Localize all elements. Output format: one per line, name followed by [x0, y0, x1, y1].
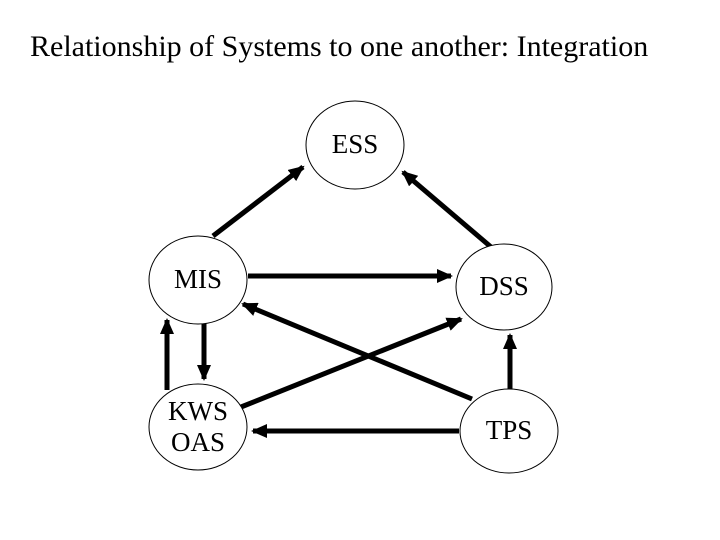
- arrow-kws-to-dss: [240, 316, 463, 410]
- arrow-mis-to-ess: [211, 165, 305, 238]
- node-dss-circle: [455, 243, 553, 331]
- arrow-dss-to-ess: [401, 170, 493, 249]
- node-tps-circle: [459, 388, 559, 474]
- node-kws-oas-circle: [148, 383, 248, 471]
- slide-title: Relationship of Systems to one another: …: [30, 30, 649, 63]
- arrow-tps-to-mis: [241, 301, 473, 402]
- node-ess-circle: [305, 100, 405, 190]
- node-mis-circle: [148, 235, 248, 325]
